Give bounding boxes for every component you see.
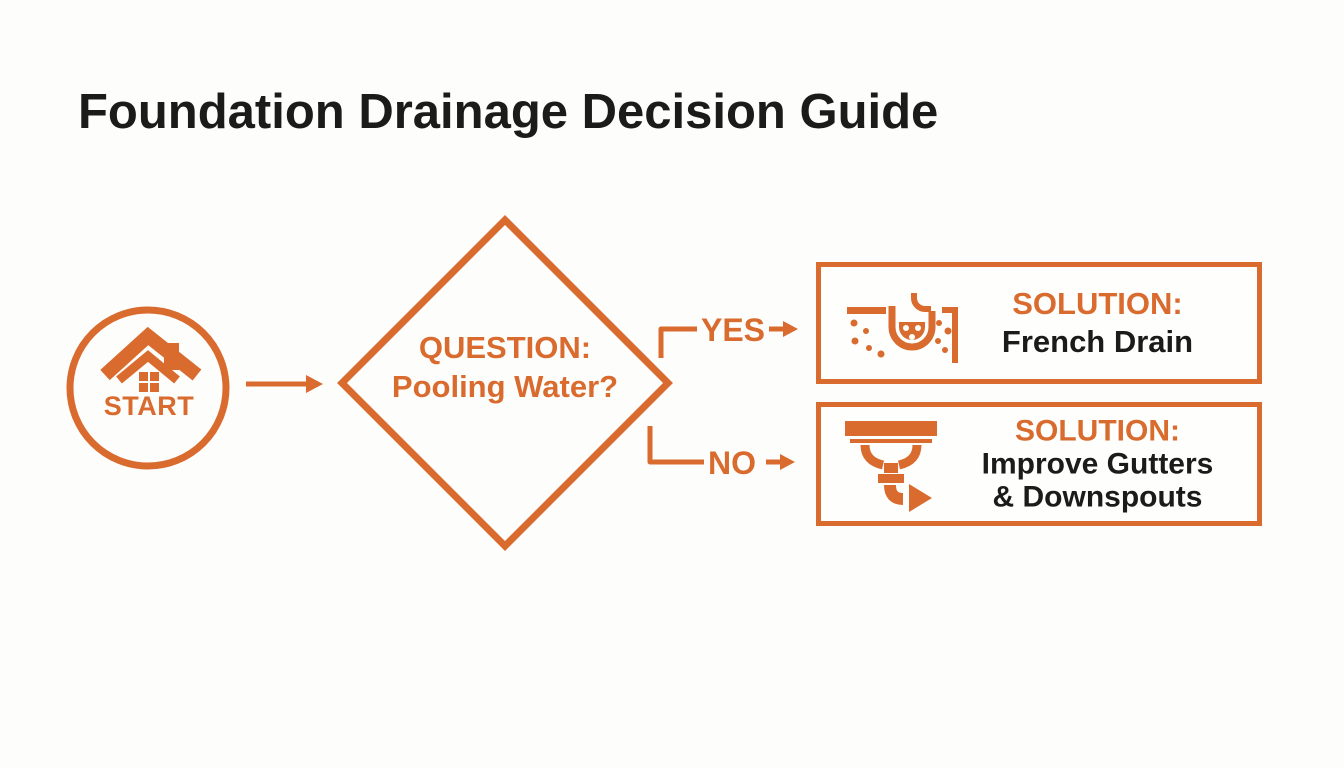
solution-text-french-drain: SOLUTION: French Drain	[956, 285, 1239, 361]
house-icon	[100, 326, 202, 392]
solution-name-line-2: & Downspouts	[992, 480, 1203, 514]
solution-heading: SOLUTION:	[1012, 286, 1183, 321]
solution-box-french-drain: SOLUTION: French Drain	[816, 262, 1262, 384]
page-title: Foundation Drainage Decision Guide	[78, 85, 939, 139]
start-to-question-arrow	[246, 375, 323, 393]
question-line-2: Pooling Water?	[391, 369, 619, 404]
question-node-label: QUESTION: Pooling Water?	[340, 328, 670, 406]
no-connector	[647, 426, 795, 470]
solution-name-line-1: Improve Gutters	[981, 447, 1214, 481]
question-line-1: QUESTION:	[418, 330, 592, 365]
solution-heading: SOLUTION:	[1015, 414, 1180, 448]
french-drain-icon	[847, 293, 958, 363]
gutter-downspout-icon	[845, 421, 937, 512]
yes-connector	[658, 321, 798, 358]
decision-diamond	[337, 215, 673, 551]
start-node-label: START	[103, 391, 195, 421]
solution-name: French Drain	[1001, 324, 1194, 359]
solution-box-gutters: SOLUTION: Improve Gutters & Downspouts	[816, 402, 1262, 526]
solution-text-gutters: SOLUTION: Improve Gutters & Downspouts	[956, 415, 1239, 514]
branch-label-no: NO	[708, 445, 756, 481]
branch-label-yes: YES	[700, 312, 766, 348]
